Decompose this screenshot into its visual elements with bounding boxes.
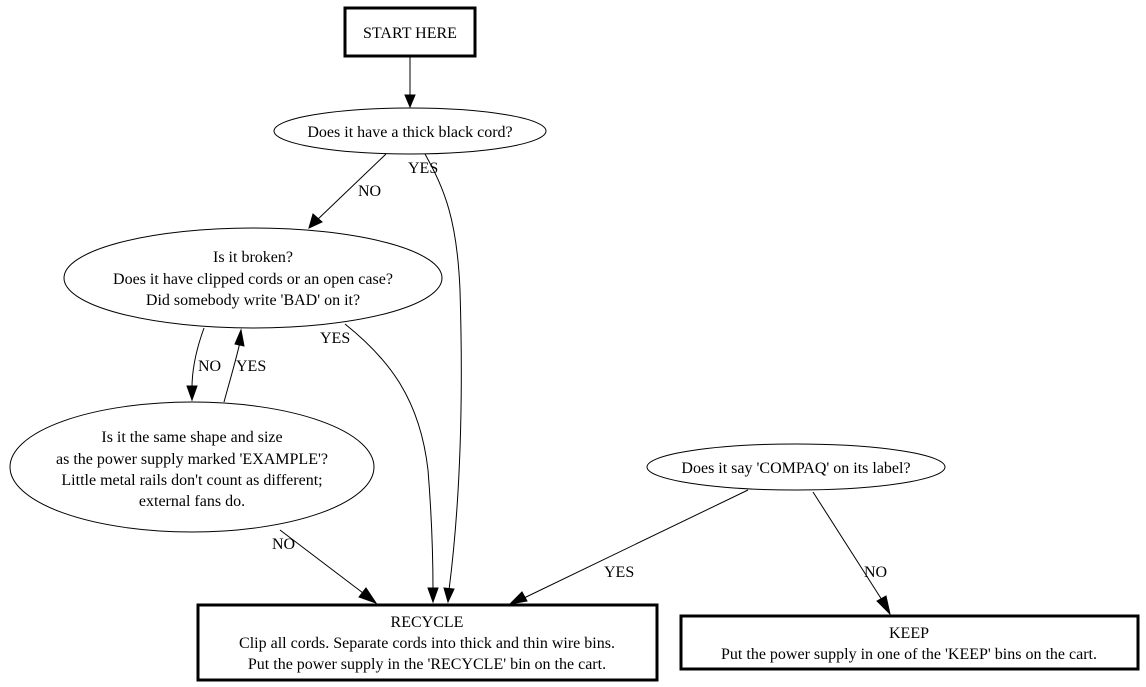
keep-box: [679, 614, 1140, 671]
node-title: KEEP: [889, 625, 929, 642]
node-label-line: Does it have clipped cords or an open ca…: [113, 271, 393, 288]
node-label-line: Did somebody write 'BAD' on it?: [146, 292, 360, 309]
node-label: Does it have a thick black cord?: [307, 124, 512, 141]
decision-ellipse: [273, 107, 547, 155]
start-box: [343, 6, 477, 58]
arrowhead: [876, 595, 891, 616]
node-compaq-question: Does it say 'COMPAQ' on its label?: [646, 443, 946, 491]
node-label-line: Put the power supply in one of the 'KEEP…: [721, 646, 1097, 663]
node-keep: KEEP Put the power supply in one of the …: [679, 614, 1140, 671]
node-label-line: external fans do.: [139, 493, 245, 510]
node-thick-cord-question: Does it have a thick black cord?: [273, 107, 547, 155]
edge-same-shape-to-recycle: [279, 529, 364, 594]
node-title: RECYCLE: [391, 614, 464, 631]
edge-broken-to-same-shape: [191, 327, 205, 389]
edges: NO YES NO YES YES NO YES NO: [186, 57, 891, 616]
node-recycle: RECYCLE Clip all cords. Separate cords i…: [196, 603, 659, 682]
arrowhead: [404, 94, 416, 109]
node-label-line: Little metal rails don't count as differ…: [61, 472, 322, 489]
node-label-line: Put the power supply in the 'RECYCLE' bi…: [248, 656, 606, 673]
arrowhead: [358, 587, 378, 604]
node-label: START HERE: [363, 25, 457, 42]
node-same-shape-question: Is it the same shape and size as the pow…: [9, 401, 375, 533]
arrowhead: [508, 591, 528, 605]
edge-compaq-to-recycle: [523, 489, 749, 599]
edge-label-yes: YES: [236, 358, 266, 375]
decision-ellipse: [646, 443, 946, 491]
edge-label-no: NO: [358, 183, 381, 200]
edge-label-no: NO: [864, 564, 887, 581]
arrowhead: [427, 587, 439, 604]
arrowhead: [308, 213, 323, 229]
node-label-line: Is it broken?: [213, 249, 293, 266]
decision-ellipse: [9, 401, 375, 533]
decision-ellipse: [63, 227, 443, 329]
arrowhead: [443, 587, 455, 604]
node-broken-question: Is it broken? Does it have clipped cords…: [63, 227, 443, 329]
node-label-line: Is it the same shape and size: [101, 429, 282, 446]
edge-thick-cord-to-broken: [315, 153, 387, 222]
edge-compaq-to-keep: [812, 491, 883, 601]
edge-thick-cord-to-recycle: [424, 153, 462, 591]
arrowhead: [234, 328, 245, 347]
edge-label-yes: YES: [320, 330, 350, 347]
edge-broken-to-recycle: [344, 323, 434, 591]
recycle-box: [196, 603, 659, 682]
node-label-line: Clip all cords. Separate cords into thic…: [239, 635, 615, 652]
arrowhead: [186, 385, 198, 402]
node-start-here: START HERE: [343, 6, 477, 58]
edge-label-no: NO: [272, 536, 295, 553]
edge-label-yes: YES: [408, 160, 438, 177]
node-label: Does it say 'COMPAQ' on its label?: [681, 460, 910, 477]
node-label-line: as the power supply marked 'EXAMPLE'?: [56, 451, 328, 468]
edge-label-yes: YES: [604, 564, 634, 581]
edge-label-no: NO: [198, 358, 221, 375]
edge-same-shape-to-broken: [223, 341, 241, 403]
